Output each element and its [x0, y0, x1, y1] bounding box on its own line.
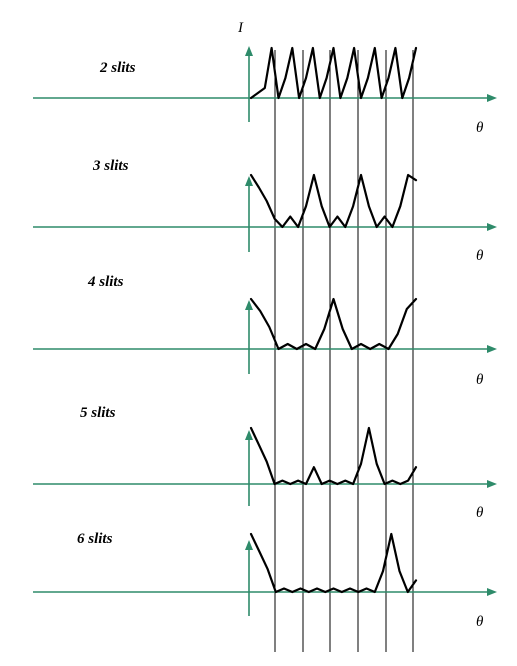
curves-group — [249, 46, 418, 594]
panel-label-6-slits: 6 slits — [77, 531, 113, 547]
intensity-curve-4-slits — [249, 297, 418, 351]
intensity-arrowhead-6-slits — [245, 540, 253, 550]
theta-arrowhead-5-slits — [487, 480, 497, 488]
theta-label-6-slits: θ — [476, 614, 484, 630]
theta-label-5-slits: θ — [476, 505, 484, 521]
panel-label-2-slits: 2 slits — [99, 60, 136, 76]
axes-group — [33, 46, 497, 616]
intensity-arrowhead-5-slits — [245, 430, 253, 440]
intensity-curve-3-slits — [249, 173, 418, 229]
intensity-arrowhead-4-slits — [245, 300, 253, 310]
intensity-arrowhead-2-slits — [245, 46, 253, 56]
theta-arrowhead-2-slits — [487, 94, 497, 102]
panel-label-3-slits: 3 slits — [92, 158, 129, 174]
intensity-curve-6-slits — [249, 532, 418, 594]
vertical-guide-lines — [274, 50, 414, 652]
labels-group: I 2 slits 3 slits 4 slits 5 slits 6 slit… — [77, 20, 484, 630]
theta-arrowhead-4-slits — [487, 345, 497, 353]
theta-arrowhead-3-slits — [487, 223, 497, 231]
panel-label-5-slits: 5 slits — [80, 405, 116, 421]
theta-label-3-slits: θ — [476, 248, 484, 264]
intensity-curve-2-slits — [249, 46, 418, 100]
panel-label-4-slits: 4 slits — [87, 274, 124, 290]
theta-label-2-slits: θ — [476, 120, 484, 136]
intensity-axis-label: I — [237, 20, 244, 36]
theta-arrowhead-6-slits — [487, 588, 497, 596]
theta-label-4-slits: θ — [476, 372, 484, 388]
intensity-arrowhead-3-slits — [245, 176, 253, 186]
intensity-curve-5-slits — [249, 426, 418, 486]
